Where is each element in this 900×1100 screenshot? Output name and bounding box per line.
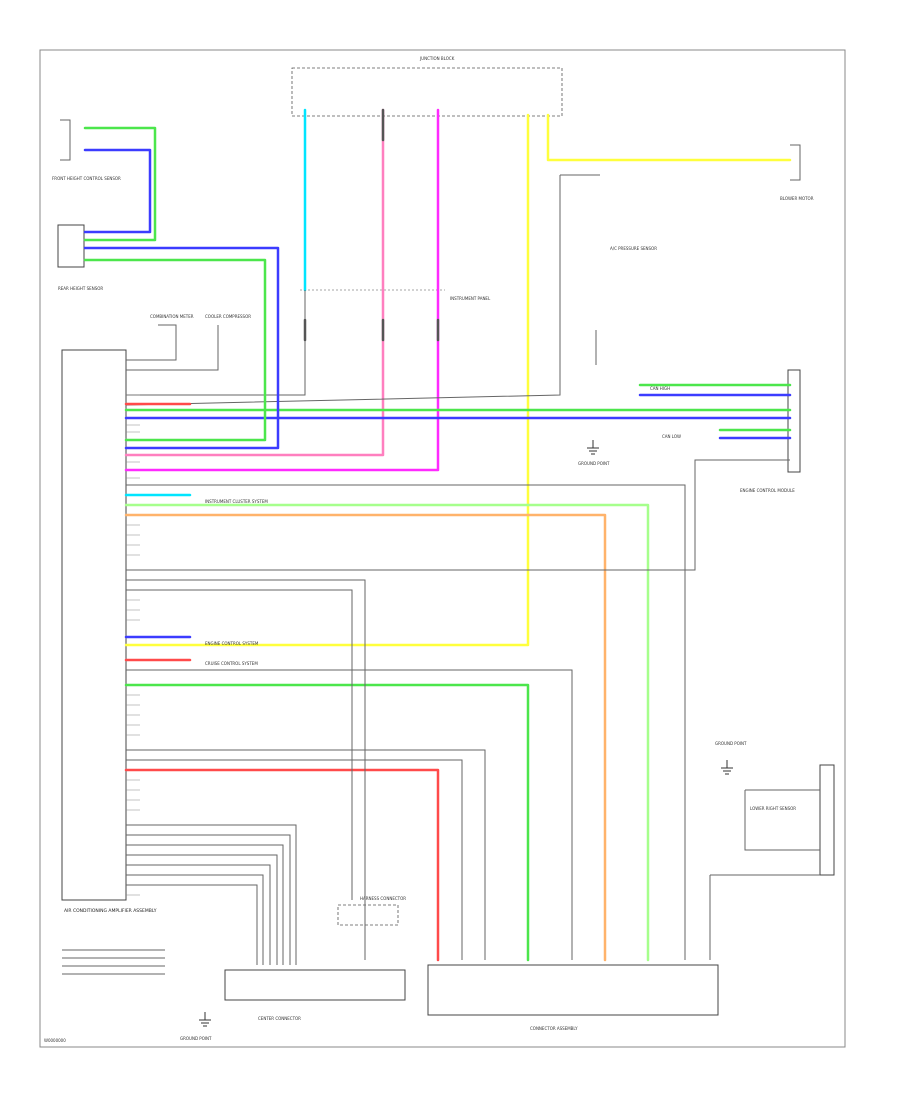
wire-lightgreen-long bbox=[124, 503, 650, 962]
wire-gray-ac bbox=[125, 175, 561, 406]
ground-right-icon bbox=[721, 760, 733, 775]
main-unit-box bbox=[61, 349, 127, 901]
wire-green-sensor-top bbox=[83, 126, 157, 242]
ac-pressure-label: A/C PRESSURE SENSOR bbox=[610, 246, 657, 251]
wire-gray-2 bbox=[126, 579, 366, 960]
bundle-7 bbox=[126, 884, 258, 965]
ground-left-icon bbox=[199, 1012, 211, 1027]
instrument-panel-label: INSTRUMENT PANEL bbox=[450, 296, 491, 301]
bundle-4 bbox=[126, 854, 278, 965]
wire-gray-9 bbox=[744, 790, 820, 851]
ground-left-label: GROUND POINT bbox=[180, 1036, 212, 1041]
bundle-6 bbox=[126, 874, 264, 965]
diagram-frame bbox=[39, 49, 846, 1048]
wire-yellow-long bbox=[124, 113, 530, 647]
wire-green-bottom bbox=[124, 683, 530, 962]
front-sensor-bracket bbox=[60, 119, 71, 161]
combination-meter-label: COMBINATION METER bbox=[150, 314, 194, 319]
wire-gray-8 bbox=[709, 874, 820, 960]
wire-blue-sensor-main bbox=[83, 246, 280, 450]
harness-label: HARNESS CONNECTOR bbox=[360, 896, 406, 901]
can-high-label: CAN HIGH bbox=[650, 386, 670, 391]
combination-meter-wire bbox=[126, 324, 177, 361]
bundle-3 bbox=[126, 844, 284, 965]
ground-mid-label: GROUND POINT bbox=[578, 461, 610, 466]
wire-gray-4 bbox=[126, 759, 463, 960]
engine-control-note: ENGINE CONTROL SYSTEM bbox=[205, 641, 259, 646]
wire-yellow-blower bbox=[546, 113, 792, 162]
main-unit-pins bbox=[126, 394, 140, 896]
ground-right-label: GROUND POINT bbox=[715, 741, 747, 746]
bundle-5 bbox=[126, 864, 271, 965]
bottom-conn-1-label: CENTER CONNECTOR bbox=[258, 1016, 301, 1021]
wire-orange-long bbox=[124, 513, 607, 962]
wire-gray-5 bbox=[126, 749, 486, 960]
bundle-1 bbox=[126, 824, 297, 965]
cooler-comp-wire bbox=[126, 325, 219, 371]
wire-magenta bbox=[124, 108, 440, 472]
junction-top-label: JUNCTION BLOCK bbox=[419, 56, 455, 61]
main-unit-label: AIR CONDITIONING AMPLIFIER ASSEMBLY bbox=[64, 908, 157, 914]
wire-gray-3 bbox=[126, 589, 353, 900]
lower-right-box bbox=[819, 764, 835, 876]
wire-green-sensor-main bbox=[83, 258, 267, 442]
wire-darkgray-1 bbox=[126, 669, 573, 960]
cooler-comp-label: COOLER COMPRESSOR bbox=[205, 314, 251, 319]
wire-red-long bbox=[124, 768, 440, 962]
right-module-label: ENGINE CONTROL MODULE bbox=[740, 488, 795, 493]
wire-blue-sensor-top bbox=[83, 148, 152, 234]
wire-pink bbox=[124, 108, 385, 457]
blower-label: BLOWER MOTOR bbox=[780, 196, 814, 201]
side-sensor-box bbox=[57, 224, 85, 268]
harness-box bbox=[337, 904, 399, 926]
instrument-cluster-note: INSTRUMENT CLUSTER SYSTEM bbox=[205, 499, 268, 504]
bottom-conn-2-box bbox=[427, 964, 719, 1016]
junction-top-box bbox=[291, 67, 563, 117]
front-sensor-label: FRONT HEIGHT CONTROL SENSOR bbox=[52, 176, 121, 181]
ground-mid-icon bbox=[587, 440, 599, 455]
side-sensor-label: REAR HEIGHT SENSOR bbox=[58, 286, 103, 291]
wire-gray-7 bbox=[126, 459, 790, 571]
cruise-control-note: CRUISE CONTROL SYSTEM bbox=[205, 661, 258, 666]
bundle-2 bbox=[126, 834, 291, 965]
lower-right-label: LOWER RIGHT SENSOR bbox=[750, 806, 796, 811]
wire-gray-6 bbox=[126, 484, 686, 960]
bottom-conn-1-box bbox=[224, 969, 406, 1001]
figure-code: W0000000 bbox=[44, 1038, 66, 1043]
bottom-conn-2-label: CONNECTOR ASSEMBLY bbox=[530, 1026, 578, 1031]
can-low-label: CAN LOW bbox=[662, 434, 681, 439]
blower-bracket bbox=[790, 144, 801, 181]
